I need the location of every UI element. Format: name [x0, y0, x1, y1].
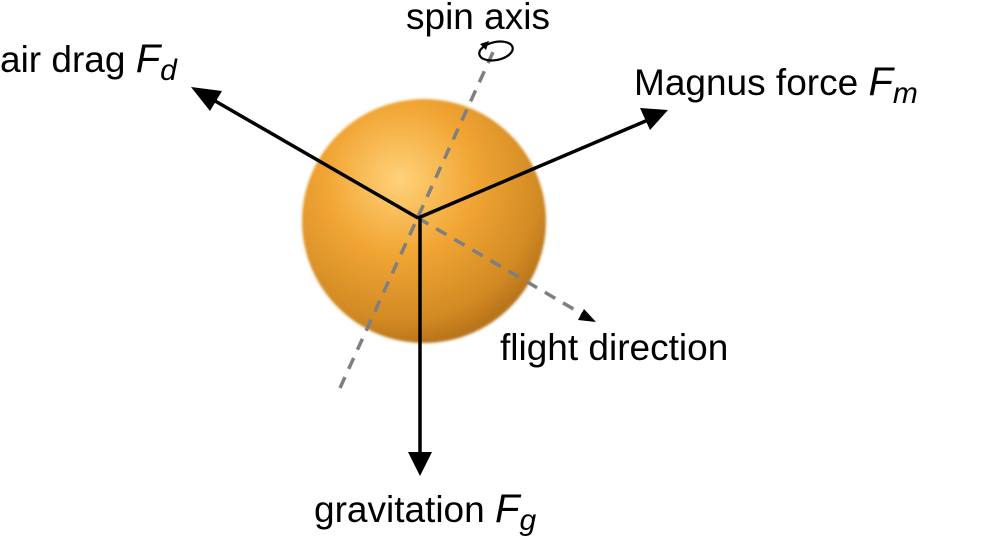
flight-direction-label: flight direction	[500, 327, 728, 368]
flight-direction-arrowhead	[578, 309, 596, 322]
gravitation-label: gravitation Fg	[314, 487, 536, 537]
spin-axis-label: spin axis	[406, 0, 550, 37]
flight-direction-line	[417, 216, 583, 316]
magnus-force-arrowhead	[640, 108, 668, 130]
air-drag-arrow	[209, 96, 419, 220]
air-drag-arrowhead	[191, 87, 222, 111]
air-drag-label: air drag Fd	[0, 37, 178, 87]
gravitation-arrowhead	[408, 452, 432, 476]
spin-rotation-icon	[478, 40, 514, 62]
magnus-force-arrow	[417, 118, 649, 220]
magnus-force-label: Magnus force Fm	[634, 60, 918, 110]
